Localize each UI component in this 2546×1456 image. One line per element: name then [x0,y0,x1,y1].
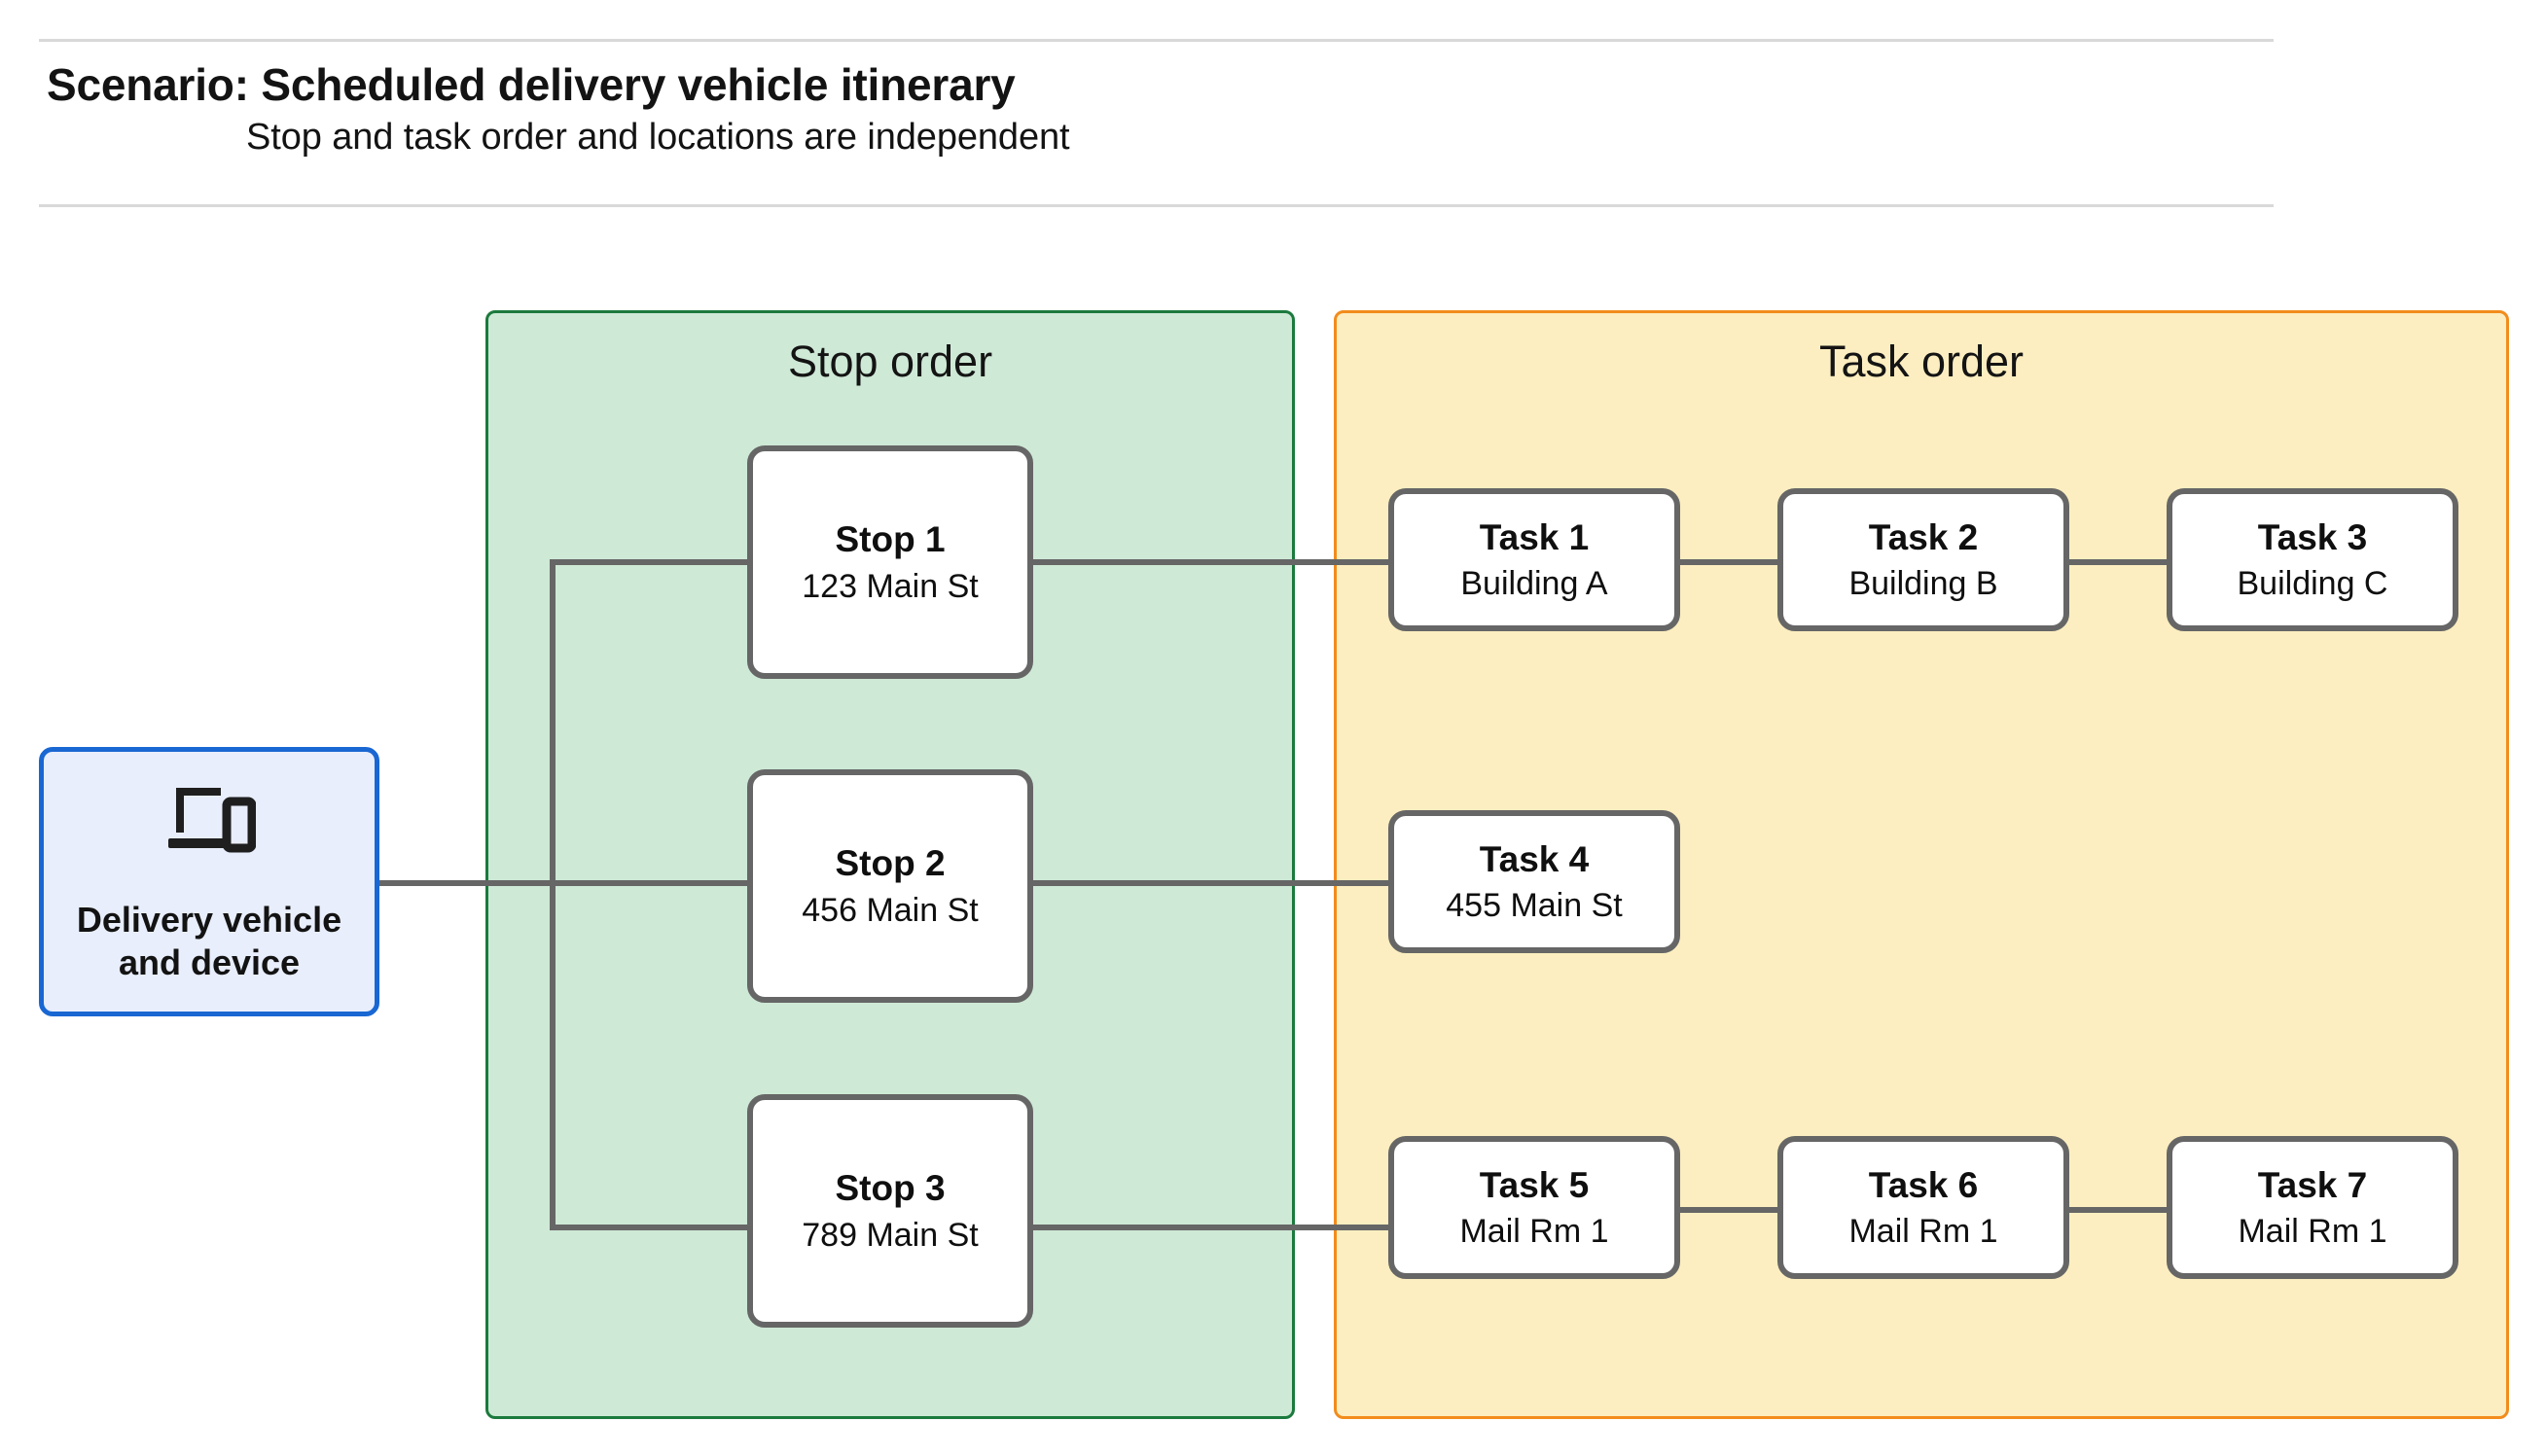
connector-trunk-to-stop-1 [550,559,750,565]
delivery-vehicle-node[interactable]: Delivery vehicle and device [39,747,379,1016]
header-divider-bottom [39,204,2274,207]
connector-vehicle-to-trunk [379,880,553,886]
task-node-7[interactable]: Task 7 Mail Rm 1 [2167,1136,2458,1279]
stop-node-2-address: 456 Main St [802,891,979,929]
connector-stop-trunk [550,559,556,1230]
task-node-4-title: Task 4 [1479,838,1590,879]
task-node-6-location: Mail Rm 1 [1848,1213,1998,1251]
connector-stop-3-to-task-5 [1030,1225,1391,1230]
task-node-6[interactable]: Task 6 Mail Rm 1 [1777,1136,2069,1279]
task-node-2-title: Task 2 [1868,516,1979,557]
stop-order-panel-title: Stop order [787,337,993,386]
task-node-6-title: Task 6 [1868,1164,1979,1205]
connector-trunk-to-stop-3 [550,1225,750,1230]
task-node-4[interactable]: Task 4 455 Main St [1388,810,1680,953]
connector-trunk-to-stop-2 [550,880,750,886]
task-node-2[interactable]: Task 2 Building B [1777,488,2069,631]
task-node-5[interactable]: Task 5 Mail Rm 1 [1388,1136,1680,1279]
page-subtitle: Stop and task order and locations are in… [246,117,1070,158]
connector-task-5-to-task-6 [1677,1207,1780,1213]
delivery-vehicle-label-line2: and device [118,941,301,982]
task-node-7-title: Task 7 [2257,1164,2368,1205]
task-node-2-location: Building B [1848,565,1998,603]
stop-node-3-address: 789 Main St [802,1216,979,1254]
delivery-vehicle-label-line1: Delivery vehicle [76,899,342,940]
task-node-3-title: Task 3 [2257,516,2368,557]
stop-node-2-title: Stop 2 [835,843,946,884]
task-node-1-location: Building A [1460,565,1608,603]
stop-node-2[interactable]: Stop 2 456 Main St [747,769,1033,1003]
task-node-5-location: Mail Rm 1 [1459,1213,1609,1251]
stop-node-1[interactable]: Stop 1 123 Main St [747,445,1033,679]
connector-task-1-to-task-2 [1677,559,1780,565]
stop-node-3[interactable]: Stop 3 789 Main St [747,1094,1033,1328]
stop-node-3-title: Stop 3 [835,1168,946,1209]
task-node-5-title: Task 5 [1479,1164,1590,1205]
task-node-3-location: Building C [2237,565,2388,603]
task-order-panel-title: Task order [1818,337,2025,386]
header-divider-top [39,39,2274,42]
devices-laptop-phone-icon [162,780,257,856]
task-node-7-location: Mail Rm 1 [2238,1213,2387,1251]
task-node-4-location: 455 Main St [1446,887,1623,925]
connector-stop-1-to-task-1 [1030,559,1391,565]
stop-node-1-title: Stop 1 [835,519,946,560]
task-node-3[interactable]: Task 3 Building C [2167,488,2458,631]
connector-task-2-to-task-3 [2066,559,2169,565]
page-title: Scenario: Scheduled delivery vehicle iti… [47,59,1016,110]
task-node-1-title: Task 1 [1479,516,1590,557]
connector-task-6-to-task-7 [2066,1207,2169,1213]
task-node-1[interactable]: Task 1 Building A [1388,488,1680,631]
stop-node-1-address: 123 Main St [802,567,979,605]
delivery-vehicle-label: Delivery vehicle and device [77,899,341,984]
connector-stop-2-to-task-4 [1030,880,1391,886]
